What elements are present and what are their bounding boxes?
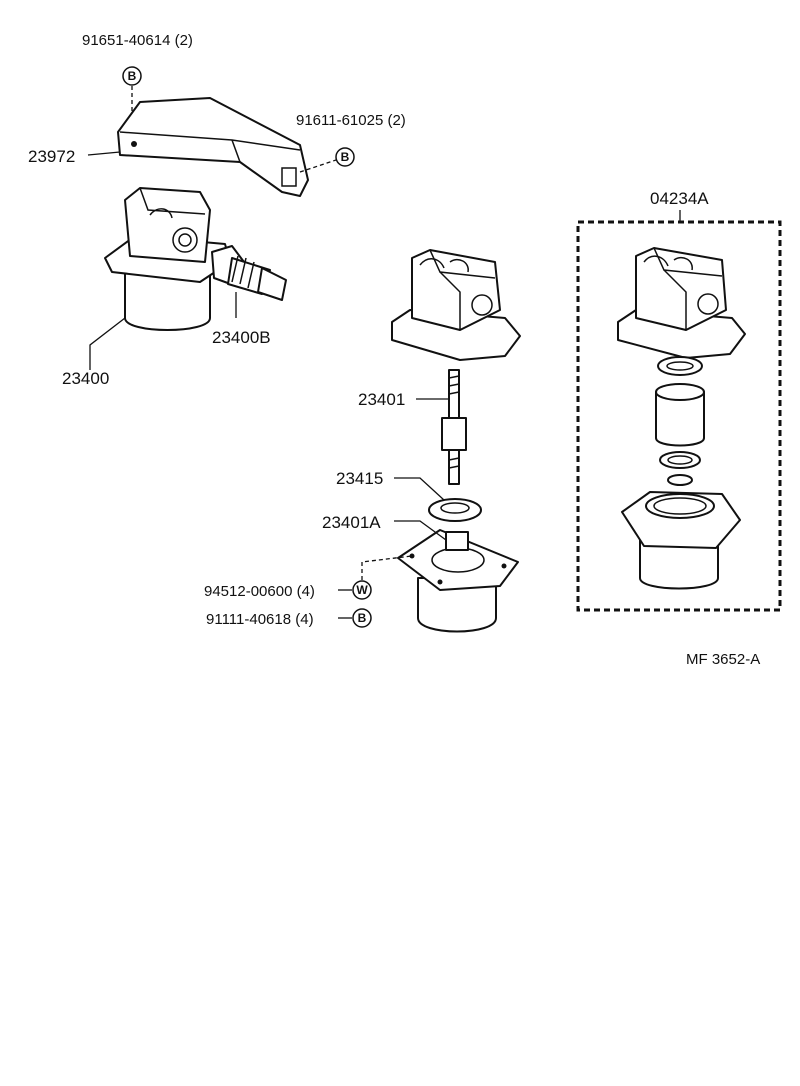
kit-small-seal [667, 474, 693, 486]
plunger-23401 [441, 369, 467, 485]
kit-upper-housing [617, 247, 746, 359]
leader-23972 [87, 151, 121, 156]
label-kit-04234A: 04234A [650, 189, 709, 208]
upper-housing [391, 249, 521, 361]
leader-23415 [394, 477, 445, 501]
bolt-symbol-top: B [122, 66, 142, 86]
bracket-23972 [117, 97, 309, 197]
svg-text:B: B [341, 150, 350, 164]
label-seal-23415: 23415 [336, 469, 383, 488]
label-bolt-91651: 91651-40614 (2) [82, 32, 193, 49]
kit-boundary-box [576, 220, 782, 612]
washer-dash-line [361, 555, 413, 580]
label-valve-23400: 23400 [62, 369, 109, 388]
kit-sleeve [655, 383, 705, 447]
label-washer-94512: 94512-00600 (4) [204, 583, 315, 600]
kit-lower-body [621, 491, 741, 590]
union-23400B [211, 245, 287, 301]
label-union-23400B: 23400B [212, 328, 271, 347]
leader-23400 [89, 317, 126, 370]
body-23401A [397, 529, 519, 633]
reference-number: MF 3652-A [686, 651, 760, 668]
label-bolt-91111: 91111-40618 (4) [206, 611, 314, 628]
bolt-symbol-right: B [335, 147, 355, 167]
washer-symbol: W [352, 580, 372, 600]
svg-text:W: W [356, 583, 368, 597]
bolt-symbol-bottom: B [352, 608, 372, 628]
svg-text:B: B [358, 611, 367, 625]
bolt-dash-line-right [299, 159, 337, 173]
label-plunger-23401: 23401 [358, 390, 405, 409]
leader-23401A [394, 520, 447, 541]
svg-text:B: B [128, 69, 137, 83]
label-body-23401A: 23401A [322, 513, 381, 532]
kit-o-ring-upper [657, 356, 703, 376]
valve-assembly-23400 [104, 187, 231, 331]
seal-23415 [428, 498, 482, 522]
kit-o-ring-lower [659, 451, 701, 469]
label-bolt-91611: 91611-61025 (2) [296, 112, 406, 129]
label-bracket-23972: 23972 [28, 147, 75, 166]
